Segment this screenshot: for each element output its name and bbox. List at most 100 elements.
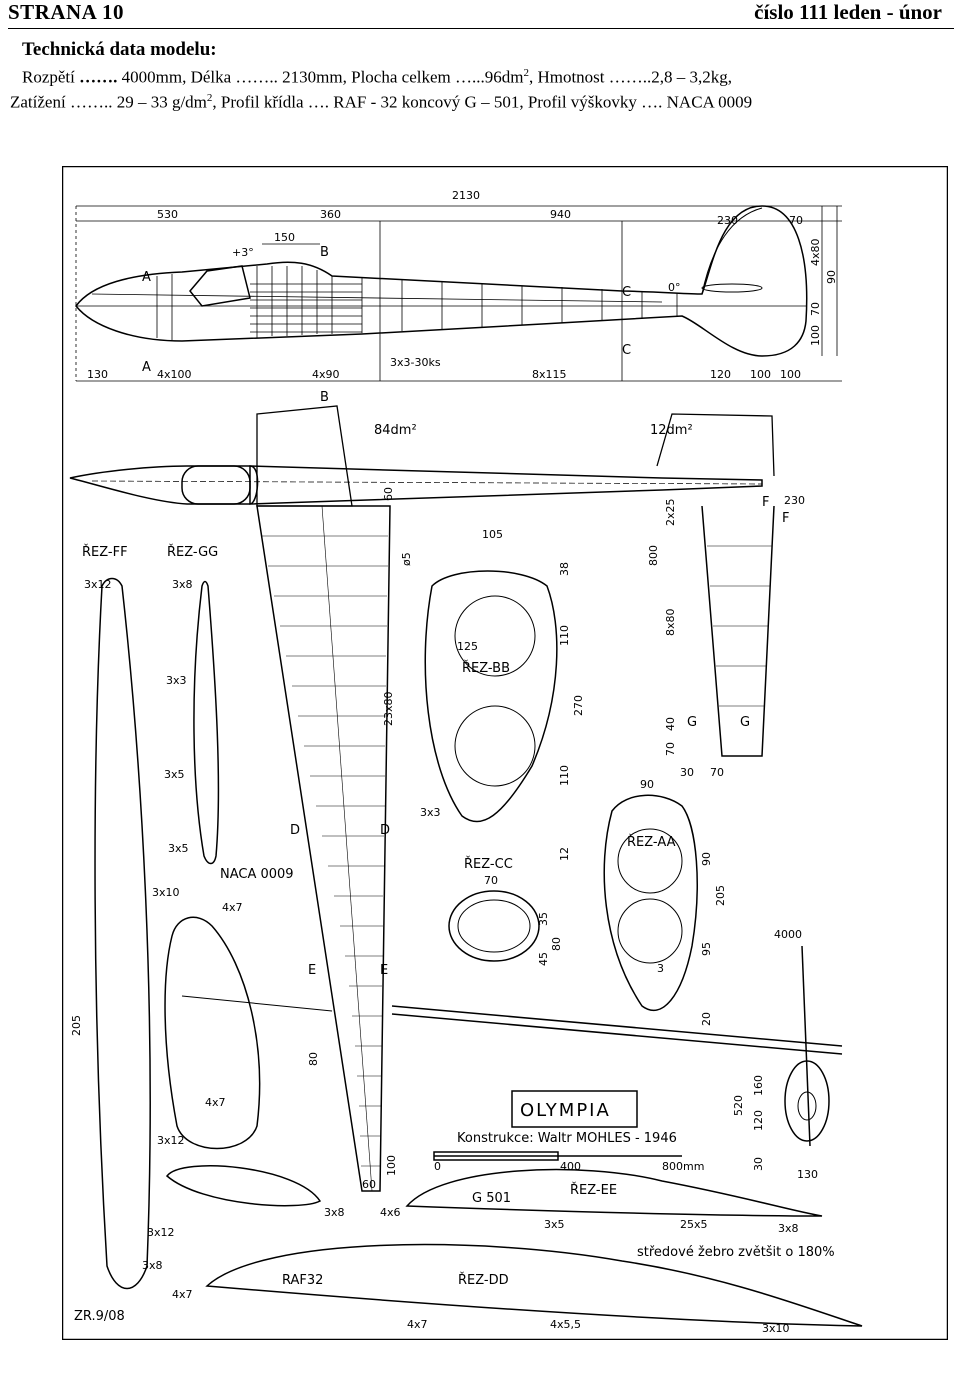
boom-top-outline [249,465,763,505]
section-mark-c-bottom: C [622,343,631,358]
wing-area-label: 84dm² [374,423,417,438]
spar-4x7-a: 4x7 [222,901,243,914]
section-gg-label: ŘEZ-GG [167,544,218,560]
dim-front-160: 160 [752,1075,765,1096]
centerline [91,480,763,485]
spar-3x3: 3x3 [166,674,187,687]
dim-wing-tip-60: 60 [362,1178,376,1191]
model-plan-drawing: 2130 530 360 940 230 70 150 +3° 0° 130 4… [62,166,948,1340]
canopy-outline [189,265,251,307]
spar-3x12-a: 3x12 [84,578,112,591]
section-bb-upper-hole [454,595,536,677]
section-ff-outline [94,577,151,1290]
specs-title: Technická data modelu: [22,39,217,60]
section-dd-label: ŘEZ-DD [458,1272,509,1288]
wing-span-line-2 [391,1013,843,1055]
dim-front-30: 30 [752,1157,765,1171]
dim-wing-o5: ø5 [400,552,413,566]
spar-ee-3x8: 3x8 [324,1206,345,1219]
spar-dd-3x10: 3x10 [762,1322,790,1335]
station-d-right: D [380,823,390,838]
fin-front-line [801,945,811,1147]
dim-sec-110b: 110 [558,765,571,786]
dim-front-120: 120 [752,1110,765,1131]
dim-3x3-30ks: 3x3-30ks [390,356,441,369]
wing-root-hatch [250,283,362,333]
section-aa-outline [603,794,698,1012]
dim-cc-45: 45 [537,952,550,966]
dim-cc-70: 70 [484,874,498,887]
section-mark-a-bottom: A [142,360,151,375]
section-bb-label: ŘEZ-BB [462,660,510,676]
dim-120: 120 [710,368,731,381]
profile-ee-outline [405,1168,823,1217]
dim-stab-8x80: 8x80 [664,608,677,636]
spar-ee-3x5: 3x5 [544,1218,565,1231]
wing-span-line-1 [391,1005,843,1047]
station-e-right: E [380,963,388,978]
spar-4x7-b: 4x7 [205,1096,226,1109]
side-dim-lines [75,205,842,382]
tail-top [656,413,775,477]
dim-4x90: 4x90 [312,368,340,381]
spec-span-values: 4000mm, Délka …….. 2130mm, Plocha celkem… [117,67,524,87]
station-e-left: E [308,963,316,978]
dim-wing-tip-100: 100 [385,1155,398,1176]
dim-wing-23x80: 23x80 [382,691,395,726]
spec-area-sup: 2 [523,67,529,79]
page-number: STRANA 10 [8,0,124,24]
tail-area-label: 12dm² [650,423,693,438]
scale-400: 400 [560,1160,581,1173]
dim-aa-90b: 90 [700,852,713,866]
spar-ee-3x8b: 3x8 [778,1222,799,1235]
plan-frame [62,166,948,1340]
dim-cc-35: 35 [537,912,550,926]
specs-line-2: Zatížení …….. 29 – 33 g/dm2, Profil kříd… [10,92,752,113]
dim-stab-230: 230 [784,494,805,507]
title-box [511,1090,638,1128]
spec-loading-sup: 2 [206,92,213,104]
wing-outline [256,505,391,1192]
section-ff-label: ŘEZ-FF [82,544,128,560]
dim-stab-2x25: 2x25 [664,498,677,526]
wing-ribs [262,505,388,1192]
spec-span-dots: ……. [79,67,118,87]
section-gg-outline [193,580,220,865]
spar-4x7-c: 4x7 [172,1288,193,1301]
dim-aa-205: 205 [714,885,727,906]
dim-sec-12: 12 [558,847,571,861]
dim-section-205: 205 [70,1015,83,1036]
section-cc-outline [448,890,540,962]
dim-130: 130 [87,368,108,381]
dim-sec-110a: 110 [558,625,571,646]
stab-span-line [181,995,333,1012]
dim-front-130: 130 [797,1168,818,1181]
spec-profiles: , Profil křídla …. RAF - 32 koncový G – … [212,92,753,112]
dim-70-side: 70 [809,302,822,316]
dim-stab-70: 70 [664,742,677,756]
dim-plus3deg: +3° [232,246,254,259]
dim-360: 360 [320,208,341,221]
station-f-left: F [762,495,769,510]
drawing-author: Konstrukce: Waltr MOHLES - 1946 [457,1131,677,1146]
section-cc-label: ŘEZ-CC [464,856,513,872]
station-d-left: D [290,823,300,838]
spar-3x12-b: 3x12 [157,1134,185,1147]
drawing-id: ZR.9/08 [74,1309,125,1324]
spar-3x8-a: 3x8 [172,578,193,591]
section-mark-b-bottom: B [320,390,329,405]
station-g-right: G [740,715,750,730]
tail-sections [94,577,322,1290]
center-rib-note: středové žebro zvětšit o 180% [637,1245,835,1260]
profile-dd-outline [205,1243,863,1327]
fin-edge [701,207,763,295]
profile-naca-label: NACA 0009 [220,867,294,882]
spar-ee-25x5: 25x5 [680,1218,708,1231]
dim-span-4000: 4000 [774,928,802,941]
dim-stab-70b: 70 [710,766,724,779]
dim-4x100: 4x100 [157,368,192,381]
dim-aa-90a: 90 [640,778,654,791]
spar-3x5-a: 3x5 [164,768,185,781]
side-frames [76,266,806,340]
dim-90: 90 [825,270,838,284]
